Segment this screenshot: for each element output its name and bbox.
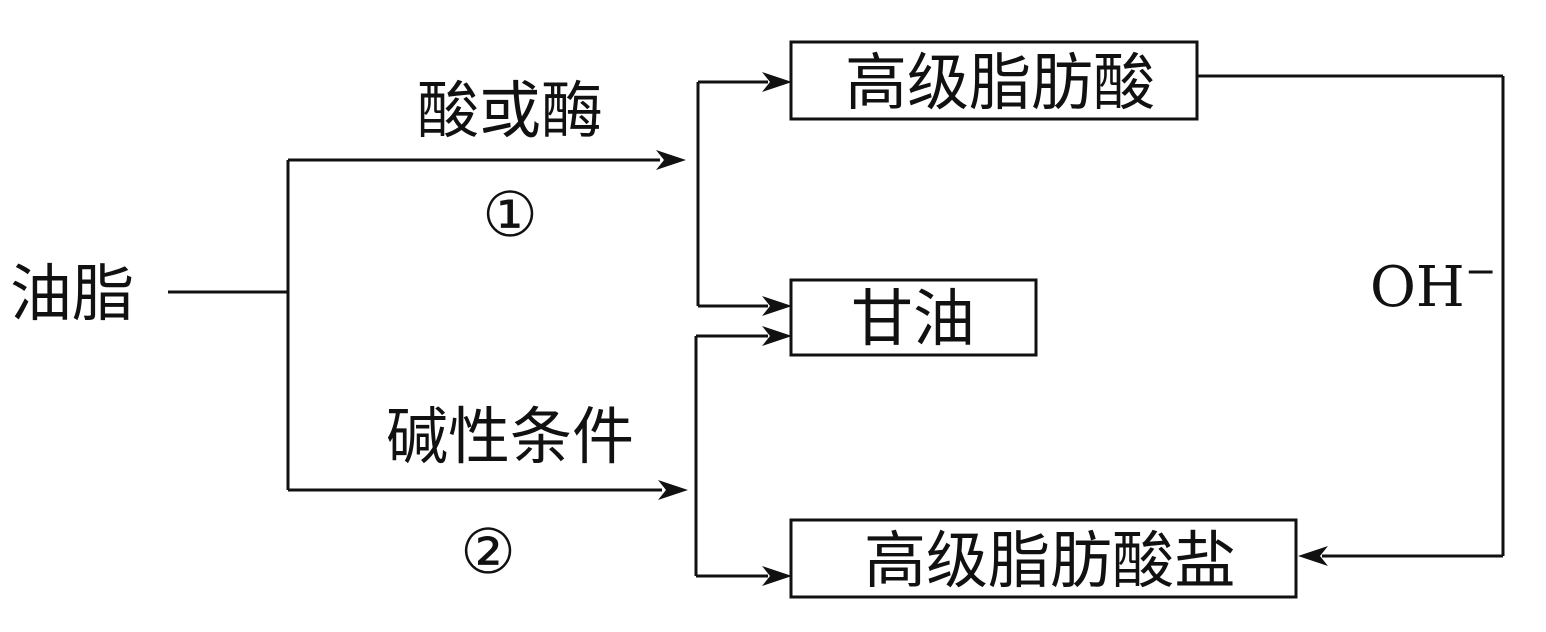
conversion-reagent: OH− [1370, 249, 1497, 320]
arrow-to-glycerol-2-head [762, 326, 792, 346]
conversion-reagent-charge: − [1465, 249, 1497, 293]
glycerol-label: 甘油 [851, 282, 975, 355]
conversion-reagent-base: OH [1370, 255, 1465, 320]
glycerol-box [789, 278, 1038, 357]
fatty-acid-label: 高级脂肪酸 [845, 46, 1155, 119]
arrow-to-glycerol-1-head [762, 296, 792, 316]
fatty-acid-salt-box [789, 518, 1298, 599]
route-1-number: ① [482, 178, 538, 251]
arrow-to-fatty-acid-head [762, 72, 792, 92]
route-2-number: ② [460, 515, 516, 588]
route-1-arrowhead [656, 150, 686, 170]
conversion-arrowhead [1298, 546, 1328, 566]
source-label: 油脂 [10, 257, 134, 330]
route-2-arrowhead [658, 480, 688, 500]
route-1-condition: 酸或酶 [417, 74, 603, 147]
fatty-acid-box [789, 40, 1199, 121]
route-2-condition: 碱性条件 [386, 400, 634, 473]
fatty-acid-salt-label: 高级脂肪酸盐 [864, 524, 1236, 597]
arrow-to-fatty-acid-salt-head [762, 566, 792, 586]
